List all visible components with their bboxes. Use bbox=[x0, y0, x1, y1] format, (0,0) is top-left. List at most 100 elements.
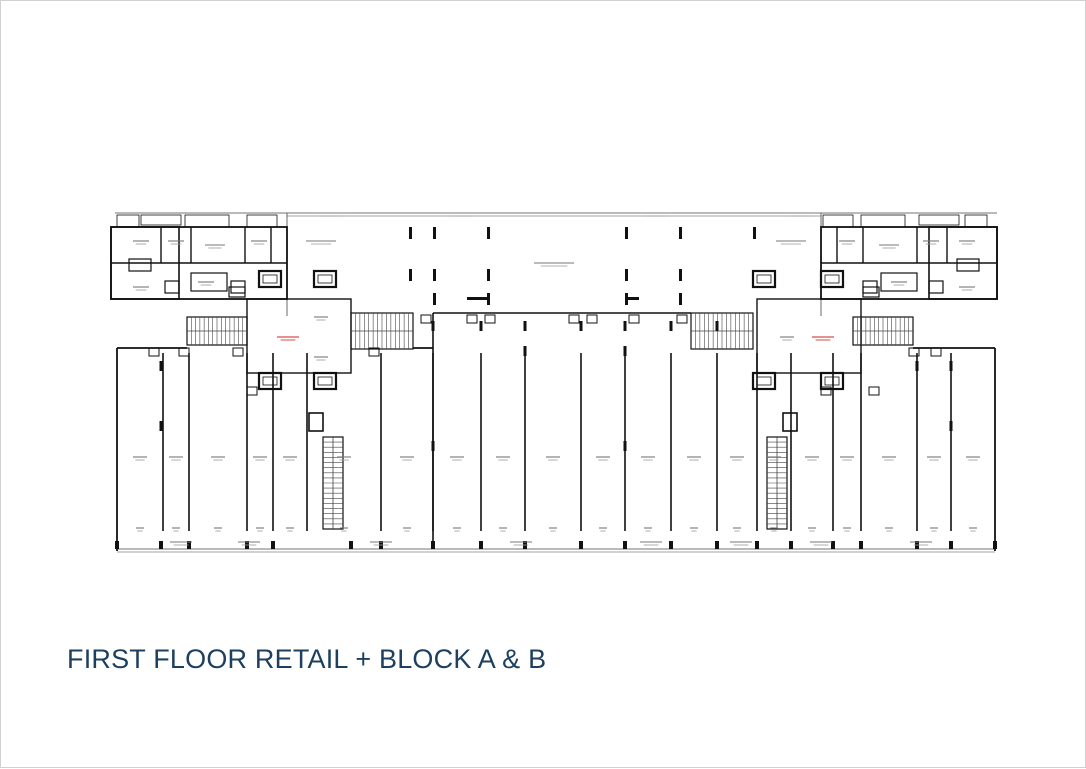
interior-column bbox=[623, 321, 627, 331]
service-cell bbox=[820, 386, 832, 396]
interior-column bbox=[623, 346, 627, 356]
upper-column bbox=[625, 227, 628, 239]
service-cell bbox=[232, 347, 244, 357]
service-cell bbox=[908, 347, 920, 357]
block-b-kitchen bbox=[880, 272, 918, 292]
block-a-toilet bbox=[164, 280, 180, 294]
interior-column bbox=[523, 321, 527, 331]
block-b-lobby-core bbox=[756, 298, 862, 374]
shopfront-column bbox=[271, 541, 275, 549]
interior-column bbox=[479, 321, 483, 331]
upper-column bbox=[679, 227, 682, 239]
block-b-balcony-3 bbox=[918, 214, 960, 226]
block-b-lift-3-car bbox=[756, 376, 772, 386]
service-cell bbox=[484, 314, 496, 324]
interior-column bbox=[431, 441, 435, 451]
upper-column bbox=[487, 227, 490, 239]
service-cell bbox=[368, 347, 380, 357]
interior-column bbox=[669, 321, 673, 331]
block-a-lift-3 bbox=[257, 371, 283, 391]
upper-column bbox=[433, 227, 436, 239]
left-shaft bbox=[308, 412, 324, 432]
block-b-balcony-2 bbox=[860, 214, 906, 228]
interior-column bbox=[915, 361, 919, 371]
block-a-balcony-3 bbox=[184, 214, 230, 228]
shopfront-column bbox=[579, 541, 583, 549]
shopfront-column bbox=[479, 541, 483, 549]
shopfront-column bbox=[949, 541, 953, 549]
block-a-lift-2 bbox=[312, 269, 338, 289]
block-b-bath bbox=[956, 258, 980, 272]
shopfront-column bbox=[669, 541, 673, 549]
block-a-bath bbox=[128, 258, 152, 272]
upper-beam bbox=[625, 297, 639, 300]
drawing-title: FIRST FLOOR RETAIL + BLOCK A & B bbox=[67, 644, 547, 674]
right-shaft bbox=[782, 412, 798, 432]
shopfront-column bbox=[431, 541, 435, 549]
interior-column bbox=[715, 321, 719, 331]
upper-column bbox=[679, 293, 682, 305]
block-b-lift-2 bbox=[751, 269, 777, 289]
service-cell bbox=[246, 386, 258, 396]
block-a-lift-1 bbox=[257, 269, 283, 289]
interior-column bbox=[159, 361, 163, 371]
shopfront-column bbox=[115, 541, 119, 549]
interior-column bbox=[159, 421, 163, 431]
interior-column bbox=[431, 321, 435, 331]
upper-column bbox=[753, 227, 756, 239]
interior-column bbox=[623, 441, 627, 451]
shopfront-column bbox=[993, 541, 997, 549]
service-cell bbox=[586, 314, 598, 324]
block-b-shaft bbox=[862, 286, 880, 298]
block-a-lift-1-car bbox=[262, 274, 278, 284]
interior-column bbox=[579, 321, 583, 331]
block-b-lift-4-car bbox=[824, 376, 840, 386]
shopfront-column bbox=[859, 541, 863, 549]
upper-column bbox=[487, 293, 490, 305]
block-b-lift-4 bbox=[819, 371, 845, 391]
block-a-shaft bbox=[228, 286, 246, 298]
block-b-lift-3 bbox=[751, 371, 777, 391]
block-a-balcony-1 bbox=[116, 214, 140, 228]
service-cell bbox=[420, 314, 432, 324]
interior-column bbox=[523, 346, 527, 356]
upper-column bbox=[487, 269, 490, 281]
shopfront-column bbox=[789, 541, 793, 549]
shopfront-column bbox=[715, 541, 719, 549]
block-a-lobby-core bbox=[246, 298, 352, 374]
service-cell bbox=[568, 314, 580, 324]
block-b-toilet bbox=[928, 280, 944, 294]
upper-column bbox=[433, 293, 436, 305]
block-b-balcony-1 bbox=[822, 214, 854, 228]
right-retail-staircase-treads bbox=[767, 441, 787, 525]
shopfront-column bbox=[349, 541, 353, 549]
upper-beam bbox=[467, 297, 487, 300]
service-cell bbox=[676, 314, 688, 324]
interior-column bbox=[949, 361, 953, 371]
block-b-lift-1-car bbox=[824, 274, 840, 284]
upper-column bbox=[433, 269, 436, 281]
block-b-lift-2-car bbox=[756, 274, 772, 284]
service-cell bbox=[628, 314, 640, 324]
service-cell bbox=[178, 347, 190, 357]
service-cell bbox=[148, 347, 160, 357]
block-b-balcony-4 bbox=[964, 214, 988, 228]
block-b-lift-1 bbox=[819, 269, 845, 289]
block-a-balcony-4 bbox=[246, 214, 278, 228]
block-a-balcony-2 bbox=[140, 214, 182, 226]
shopfront-column bbox=[159, 541, 163, 549]
upper-column bbox=[409, 227, 412, 239]
block-a-lift-4-car bbox=[317, 376, 333, 386]
service-cell bbox=[930, 347, 942, 357]
upper-column bbox=[409, 269, 412, 281]
shopfront-column bbox=[831, 541, 835, 549]
interior-column bbox=[949, 421, 953, 431]
block-a-kitchen bbox=[190, 272, 228, 292]
block-a-lift-4 bbox=[312, 371, 338, 391]
block-a-lift-2-car bbox=[317, 274, 333, 284]
shopfront-column bbox=[755, 541, 759, 549]
block-a-lift-3-car bbox=[262, 376, 278, 386]
shopfront-column bbox=[623, 541, 627, 549]
